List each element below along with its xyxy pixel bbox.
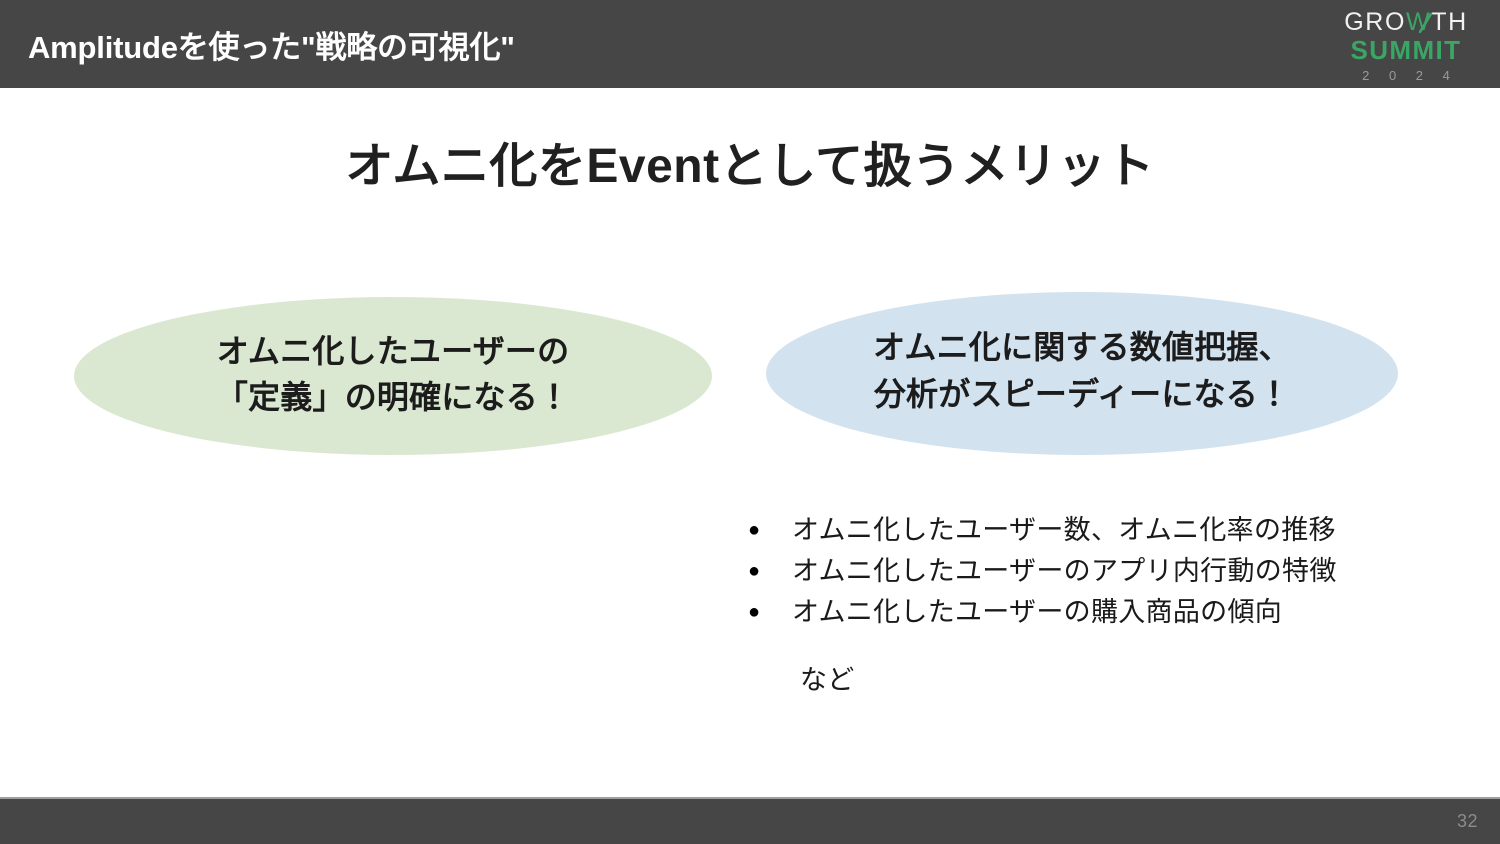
callout-ellipse-speed: オムニ化に関する数値把握、 分析がスピーディーになる！ — [766, 292, 1398, 455]
benefits-bullet-list: ● オムニ化したユーザー数、オムニ化率の推移 ● オムニ化したユーザーのアプリ内… — [742, 512, 1442, 635]
list-item-label: オムニ化したユーザーのアプリ内行動の特徴 — [792, 556, 1337, 586]
logo-line-summit: SUMMIT — [1350, 35, 1462, 65]
slide-header-title: Amplitudeを使った"戦略の可視化" — [28, 29, 515, 65]
bullet-dot-icon: ● — [748, 560, 761, 582]
list-item: ● オムニ化したユーザー数、オムニ化率の推移 — [742, 512, 1442, 548]
bullet-dot-icon: ● — [748, 601, 761, 623]
logo-letter-w-growth-arrow-icon: W — [1406, 7, 1433, 36]
logo-line-year: 2 0 2 4 — [1362, 68, 1458, 83]
logo-text-th: TH — [1431, 7, 1468, 36]
list-item-label: オムニ化したユーザー数、オムニ化率の推移 — [792, 515, 1336, 545]
bullet-dot-icon: ● — [748, 519, 761, 541]
page-title: オムニ化をEventとして扱うメリット — [345, 140, 1155, 193]
logo-text-gro: GRO — [1344, 7, 1406, 36]
callout-ellipse-definition: オムニ化したユーザーの 「定義」の明確になる！ — [74, 297, 712, 455]
list-item: ● オムニ化したユーザーのアプリ内行動の特徴 — [742, 553, 1442, 589]
list-item: ● オムニ化したユーザーの購入商品の傾向 — [742, 594, 1442, 630]
slide-footer-bar: 32 — [0, 797, 1500, 844]
logo-letter-w-glyph: W — [1406, 7, 1432, 36]
callout-ellipse-definition-text: オムニ化したユーザーの 「定義」の明確になる！ — [215, 332, 571, 415]
callout-ellipse-speed-text: オムニ化に関する数値把握、 分析がスピーディーになる！ — [873, 329, 1291, 412]
bullet-list-etc-note: など — [800, 665, 855, 695]
list-item-label: オムニ化したユーザーの購入商品の傾向 — [792, 597, 1283, 627]
page-number: 32 — [1456, 811, 1478, 831]
